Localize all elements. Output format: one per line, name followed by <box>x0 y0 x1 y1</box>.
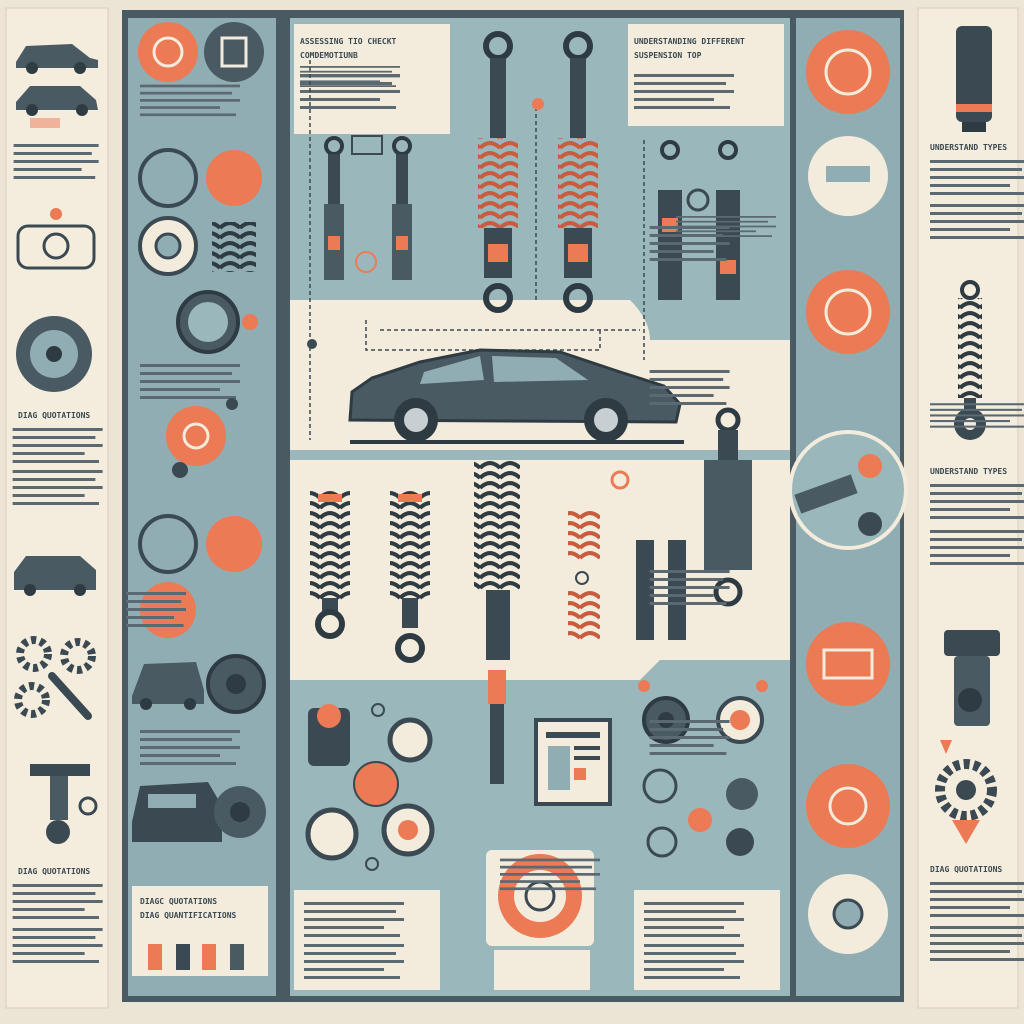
shock-absorber-icon <box>478 31 518 313</box>
gauge-icon <box>206 150 262 206</box>
gear-icon <box>806 30 890 114</box>
shock-absorber-icon <box>956 26 992 132</box>
gauge-icon <box>138 148 198 208</box>
coil-spring-icon <box>212 222 256 272</box>
box-title-1: DIAGC QUOTATIONS <box>140 897 217 906</box>
right-icon-column <box>649 30 908 954</box>
shock-absorber-icon <box>324 136 344 280</box>
right-heading-c: DIAG QUOTATIONS <box>930 865 1002 874</box>
gear-icon <box>138 514 198 574</box>
heading-top-left: ASSESSING TIO CHECKT <box>300 37 397 46</box>
shock-absorber-icon <box>704 407 752 607</box>
bushing-icon <box>305 703 435 871</box>
gear-icon <box>935 759 997 844</box>
gear-icon <box>206 516 262 572</box>
car-icon <box>16 86 98 116</box>
gauge-icon <box>486 850 600 990</box>
car-icon <box>348 348 684 444</box>
bushing-icon <box>638 680 768 858</box>
left-heading-a: DIAG QUOTATIONS <box>18 411 90 420</box>
car-icon <box>132 782 266 842</box>
heading-top-left-sub: COMDEMOTIUNB <box>300 51 358 60</box>
top-right-heading-card: UNDERSTANDING DIFFERENT SUSPENSION TOP <box>628 24 784 126</box>
clipboard-icon <box>204 22 264 82</box>
shock-absorber-icon <box>310 490 350 639</box>
gauge-icon <box>806 764 890 848</box>
gauge-icon <box>806 622 890 706</box>
wrench-icon <box>48 672 92 720</box>
heading-top-right: UNDERSTANDING DIFFERENT <box>634 37 745 46</box>
shock-absorber-icon <box>30 764 98 844</box>
info-card <box>294 890 440 990</box>
clipboard-icon <box>534 718 612 806</box>
left-strip: DIAG QUOTATIONS DIAG QUOTATIONS <box>12 44 103 963</box>
car-icon <box>16 44 98 74</box>
shock-absorber-icon <box>390 490 430 663</box>
shock-absorber-icon <box>558 31 598 313</box>
right-strip: UNDERSTAND TYPES UNDERSTAND TYPES DIAG Q… <box>930 26 1024 961</box>
box-title-2: DIAG QUANTIFICATIONS <box>140 911 237 920</box>
car-icon <box>132 662 204 710</box>
car-icon <box>14 556 96 596</box>
gauge-icon <box>138 22 198 82</box>
coil-spring-icon <box>568 510 600 640</box>
left-heading-b: DIAG QUOTATIONS <box>18 867 90 876</box>
shock-absorber-icon <box>474 460 520 784</box>
top-left-heading-card: ASSESSING TIO CHECKT COMDEMOTIUNB <box>294 24 450 134</box>
gauge-icon <box>806 270 890 354</box>
wheel-icon <box>16 316 92 392</box>
shock-absorber-icon <box>392 136 412 280</box>
left-icon-column: DIAGC QUOTATIONS DIAG QUANTIFICATIONS <box>126 22 268 976</box>
bushing-icon <box>940 630 1000 754</box>
gear-icon <box>14 636 96 718</box>
heading-top-right-sub: SUSPENSION TOP <box>634 51 702 60</box>
right-heading-a: UNDERSTAND TYPES <box>930 143 1007 152</box>
car-icon <box>16 208 96 270</box>
right-heading-b: UNDERSTAND TYPES <box>930 467 1007 476</box>
shock-absorber-icon <box>636 540 686 640</box>
gauge-icon <box>166 406 226 466</box>
info-card <box>634 890 780 990</box>
